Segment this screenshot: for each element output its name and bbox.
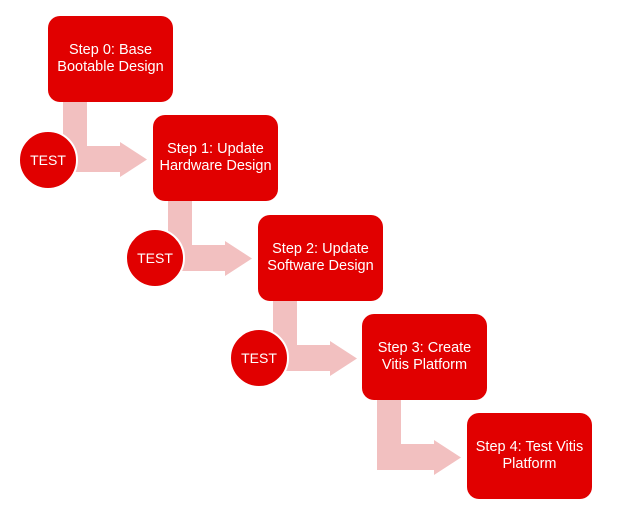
- step-3-box: Step 3: Create Vitis Platform: [362, 314, 487, 400]
- step-4-box: Step 4: Test Vitis Platform: [467, 413, 592, 499]
- test-label: TEST: [241, 350, 277, 366]
- elbow-arrow-4: [377, 400, 461, 475]
- elbow-arrow-3: [273, 301, 357, 376]
- step-1-label: Step 1: Update Hardware Design: [159, 141, 272, 174]
- test-label: TEST: [30, 152, 66, 168]
- step-0-label: Step 0: Base Bootable Design: [57, 42, 164, 75]
- step-2-label: Step 2: Update Software Design: [267, 241, 374, 274]
- step-3-label: Step 3: Create Vitis Platform: [377, 340, 472, 373]
- test-label: TEST: [137, 250, 173, 266]
- test-circle-3: TEST: [229, 328, 289, 388]
- step-2-box: Step 2: Update Software Design: [258, 215, 383, 301]
- test-circle-2: TEST: [125, 228, 185, 288]
- test-circle-1: TEST: [18, 130, 78, 190]
- step-0-box: Step 0: Base Bootable Design: [48, 16, 173, 102]
- step-1-box: Step 1: Update Hardware Design: [153, 115, 278, 201]
- elbow-arrow-2: [168, 201, 252, 276]
- step-4-label: Step 4: Test Vitis Platform: [475, 439, 584, 472]
- elbow-arrow-1: [63, 102, 147, 177]
